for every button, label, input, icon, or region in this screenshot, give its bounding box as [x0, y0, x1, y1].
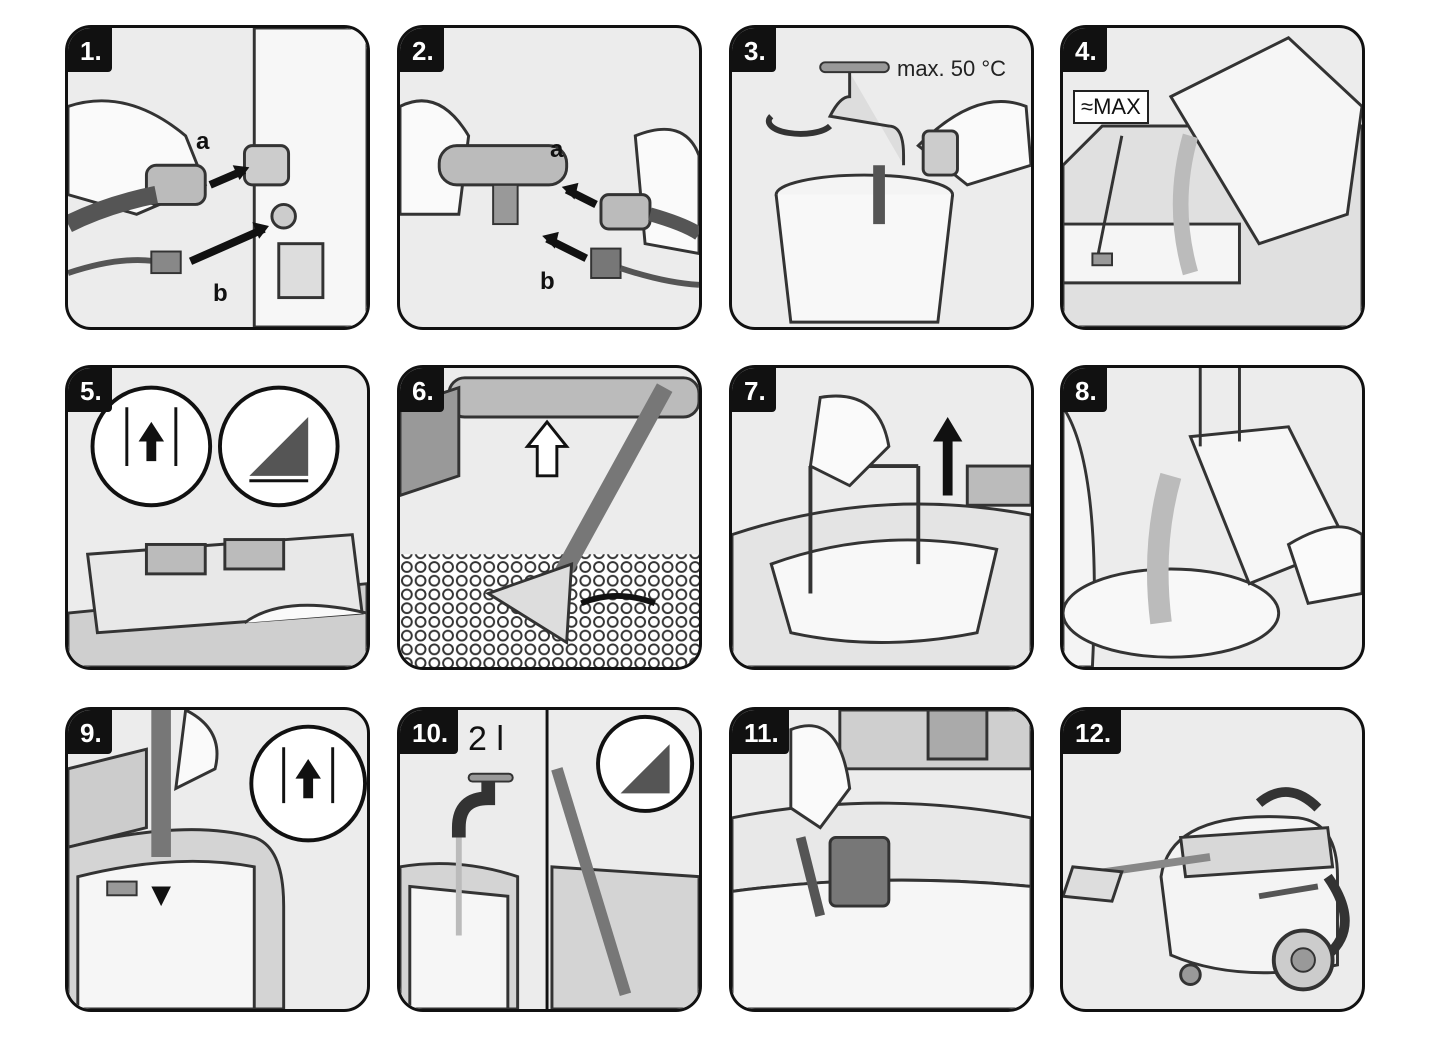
- volume-label: 2 l: [468, 720, 504, 758]
- step-2-panel: 2. a b: [397, 25, 702, 330]
- step-1-panel: 1. a b: [65, 25, 370, 330]
- step-number: 9.: [68, 710, 112, 754]
- step-5-panel: 5.: [65, 365, 370, 670]
- step-number: 6.: [400, 368, 444, 412]
- step-6-panel: 6.: [397, 365, 702, 670]
- temperature-label: max. 50 °C: [897, 56, 1007, 81]
- step-number: 3.: [732, 28, 776, 72]
- empty-tank-illustration: [1063, 368, 1362, 667]
- step-12-panel: 12.: [1060, 707, 1365, 1012]
- pour-water-illustration: [1063, 36, 1362, 327]
- lift-tank-illustration: [732, 394, 1031, 667]
- rinse-illustration: [400, 710, 699, 1009]
- step-9-panel: 9.: [65, 707, 370, 1012]
- step-10-panel: 10. 2 l: [397, 707, 702, 1012]
- clean-filter-illustration: [732, 710, 1031, 1009]
- step-7-panel: 7.: [729, 365, 1034, 670]
- machine-stored-illustration: [1063, 787, 1350, 992]
- step-number: 7.: [732, 368, 776, 412]
- label-b: b: [540, 268, 555, 295]
- label-b: b: [213, 280, 228, 307]
- label-a: a: [196, 128, 210, 155]
- step-number: 2.: [400, 28, 444, 72]
- step-number: 8.: [1063, 368, 1107, 412]
- connect-hose-illustration: [68, 28, 367, 327]
- insert-suction-illustration: [68, 710, 367, 1009]
- connect-handle-illustration: [400, 99, 699, 288]
- spray-nozzle-illustration: [400, 376, 699, 667]
- step-number: 4.: [1063, 28, 1107, 72]
- step-11-panel: 11.: [729, 707, 1034, 1012]
- step-number: 1.: [68, 28, 112, 72]
- step-number: 10.: [400, 710, 459, 754]
- step-number: 12.: [1063, 710, 1122, 754]
- fill-bucket-illustration: [765, 61, 1031, 324]
- max-level-label: ≈MAX: [1073, 90, 1149, 124]
- step-number: 5.: [68, 368, 112, 412]
- step-number: 11.: [732, 710, 789, 754]
- step-4-panel: 4. ≈MAX: [1060, 25, 1365, 330]
- step-3-panel: 3. max. 50 °C: [729, 25, 1034, 330]
- switch-illustration: [68, 385, 367, 667]
- step-8-panel: 8.: [1060, 365, 1365, 670]
- label-a: a: [550, 136, 564, 163]
